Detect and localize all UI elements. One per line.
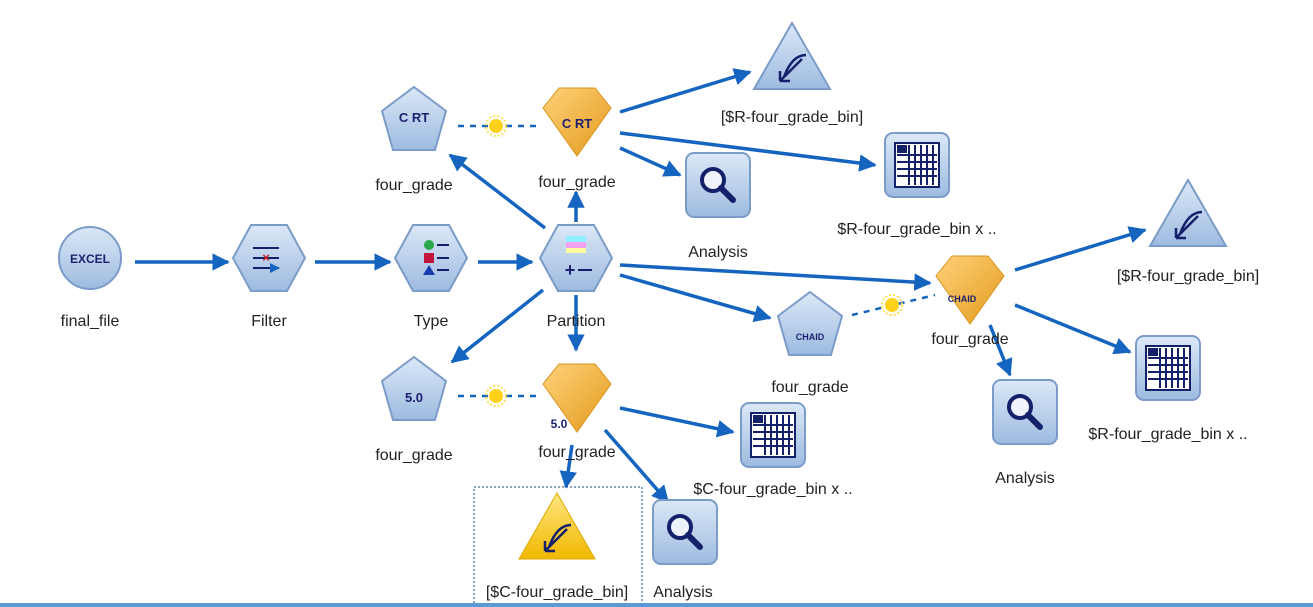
node-chaid-evaluation[interactable]: [$R-four_grade_bin] <box>1117 177 1259 285</box>
crt-nugget-icon <box>542 87 612 157</box>
link-c5-analysis[interactable] <box>603 428 670 504</box>
crt-model-icon <box>380 85 448 151</box>
svg-text:[$C-four_grade_bin]: [$C-four_grade_bin] <box>486 584 628 601</box>
node-crt-analysis[interactable]: Analysis <box>685 152 751 261</box>
link-crt-matrix[interactable] <box>619 131 877 172</box>
svg-text:final_file: final_file <box>61 313 120 330</box>
node-c50-matrix[interactable]: $C-four_grade_bin x .. <box>693 402 853 498</box>
svg-text:[$R-four_grade_bin]: [$R-four_grade_bin] <box>721 109 863 126</box>
refresh-sun-icon <box>485 385 507 407</box>
link-crt-analysis[interactable] <box>619 146 682 177</box>
svg-text:CHAID: CHAID <box>948 294 977 304</box>
model-link-chaid <box>851 293 936 317</box>
svg-text:four_grade: four_grade <box>931 331 1008 348</box>
refresh-sun-icon <box>881 294 903 316</box>
evaluation-icon <box>518 491 596 560</box>
svg-text:Analysis: Analysis <box>688 244 748 261</box>
link-chaid-analysis[interactable] <box>988 324 1013 377</box>
svg-text:C RT: C RT <box>562 116 592 131</box>
svg-text:$R-four_grade_bin x ..: $R-four_grade_bin x .. <box>1088 426 1247 443</box>
svg-text:four_grade: four_grade <box>538 174 615 191</box>
node-filter[interactable]: × Filter <box>231 224 307 330</box>
svg-text:Type: Type <box>414 313 449 330</box>
node-c50-nugget[interactable]: 5.0 four_grade <box>538 363 616 461</box>
svg-text:four_grade: four_grade <box>375 177 452 194</box>
node-c50-analysis[interactable]: Analysis <box>652 499 718 601</box>
svg-text:[$R-four_grade_bin]: [$R-four_grade_bin] <box>1117 268 1259 285</box>
excel-icon <box>58 226 122 290</box>
svg-text:$C-four_grade_bin x ..: $C-four_grade_bin x .. <box>693 481 852 498</box>
svg-text:Partition: Partition <box>547 313 606 330</box>
svg-text:EXCEL: EXCEL <box>70 252 110 266</box>
canvas-bottom-border <box>0 603 1313 607</box>
link-partition-crt-builder[interactable] <box>448 153 547 230</box>
node-chaid-matrix[interactable]: $R-four_grade_bin x .. <box>1088 335 1248 443</box>
svg-text:5.0: 5.0 <box>405 390 423 405</box>
svg-text:5.0: 5.0 <box>551 417 568 431</box>
node-crt-builder[interactable]: C RT four_grade <box>375 85 453 194</box>
svg-text:+: + <box>565 260 576 280</box>
link-chaid-matrix[interactable] <box>1014 303 1132 355</box>
svg-text:CHAID: CHAID <box>796 332 825 342</box>
node-crt-evaluation[interactable]: [$R-four_grade_bin] <box>721 20 863 126</box>
node-chaid-nugget[interactable]: CHAID four_grade <box>931 255 1009 348</box>
chaid-nugget-icon <box>935 255 1005 325</box>
node-crt-matrix[interactable]: $R-four_grade_bin x .. <box>837 132 997 238</box>
node-chaid-analysis[interactable]: Analysis <box>992 379 1058 487</box>
svg-text:C RT: C RT <box>399 110 429 125</box>
node-c50-evaluation[interactable]: [$C-four_grade_bin] <box>473 486 643 606</box>
svg-text:four_grade: four_grade <box>538 444 615 461</box>
link-partition-chaid-nugget[interactable] <box>619 263 932 291</box>
svg-text:four_grade: four_grade <box>375 447 452 464</box>
c50-nugget-icon <box>542 363 612 433</box>
link-partition-chaid-builder[interactable] <box>619 273 772 323</box>
evaluation-icon <box>752 20 832 90</box>
link-c5-eval[interactable] <box>559 444 577 489</box>
link-c5-matrix[interactable] <box>619 406 735 438</box>
refresh-sun-icon <box>485 115 507 137</box>
svg-text:Filter: Filter <box>251 313 287 330</box>
node-partition[interactable]: + Partition <box>538 224 614 330</box>
svg-text:Analysis: Analysis <box>995 470 1055 487</box>
link-partition-c5-builder[interactable] <box>450 288 545 364</box>
link-chaid-eval[interactable] <box>1014 226 1147 272</box>
svg-text:Analysis: Analysis <box>653 584 713 601</box>
partition-icon <box>538 224 614 292</box>
svg-text:four_grade: four_grade <box>771 379 848 396</box>
node-type[interactable]: Type <box>393 224 469 330</box>
evaluation-icon <box>1148 177 1228 247</box>
svg-text:$R-four_grade_bin x ..: $R-four_grade_bin x .. <box>837 221 996 238</box>
node-chaid-builder[interactable]: CHAID four_grade <box>771 290 849 396</box>
link-crt-eval[interactable] <box>619 68 752 114</box>
chaid-model-icon <box>776 290 844 356</box>
node-c50-builder[interactable]: 5.0 four_grade <box>375 355 453 464</box>
node-crt-nugget[interactable]: C RT four_grade <box>538 87 616 191</box>
stream-links <box>135 68 1147 504</box>
svg-text:×: × <box>262 250 270 265</box>
node-final-file[interactable]: EXCEL final_file <box>58 226 122 330</box>
c50-model-icon <box>380 355 448 421</box>
